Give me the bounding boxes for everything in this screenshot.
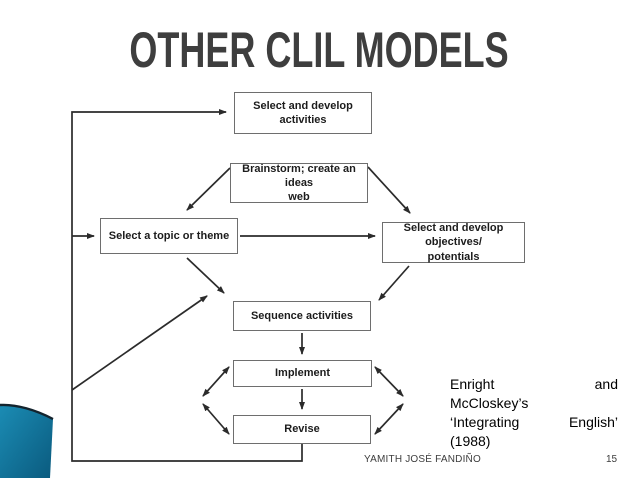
edge-feedback-loop [71,109,303,462]
box-label: Revise [284,423,320,436]
edge-topic-to-sequence [186,257,225,294]
edge-objectives-to-sequence [378,265,410,301]
edge-double-right-upper [374,366,404,397]
edge-double-right-lower [374,403,404,435]
page-number: 15 [606,454,618,465]
edge-loop-to-sequence [71,295,208,391]
box-label: Brainstorm; create an ideas [242,162,356,189]
flowchart-box-implement: Implement [233,360,372,387]
box-label: Sequence activities [250,309,354,322]
citation-line: (1988) [450,433,491,449]
edge-brainstorm-to-topic [186,167,231,211]
box-label: web [288,191,310,204]
citation-line: Enright and [450,376,618,392]
edge-double-left-upper [202,366,230,397]
flowchart-box-select-develop-objectives: Select and develop objectives/ potential… [382,222,525,263]
flowchart-box-sequence-activities: Sequence activities [233,301,371,331]
flowchart-box-select-develop-activities: Select and develop activities [234,92,372,134]
citation-text: Enright and McCloskey’s ‘Integrating Eng… [450,375,618,451]
box-label: Select and develop objectives/ [403,222,504,249]
corner-accent-shape [0,403,54,478]
box-label: Select a topic or theme [108,229,230,242]
footer-author: YAMITH JOSÉ FANDIÑO [364,454,481,465]
flowchart-box-revise: Revise [233,415,371,444]
citation-line: ‘Integrating English’ [450,414,618,430]
flowchart-box-brainstorm-ideas-web: Brainstorm; create an ideas web [230,163,368,203]
box-label: Implement [274,367,330,380]
box-label: Select and develop activities [253,99,353,126]
edge-brainstorm-to-objectives [367,166,411,214]
slide-title: OTHER CLIL MODELS [129,22,509,78]
flowchart-box-select-topic-theme: Select a topic or theme [100,218,238,254]
edge-double-left-lower [202,403,230,435]
citation-line: McCloskey’s [450,395,529,411]
box-label: potentials [427,250,480,263]
